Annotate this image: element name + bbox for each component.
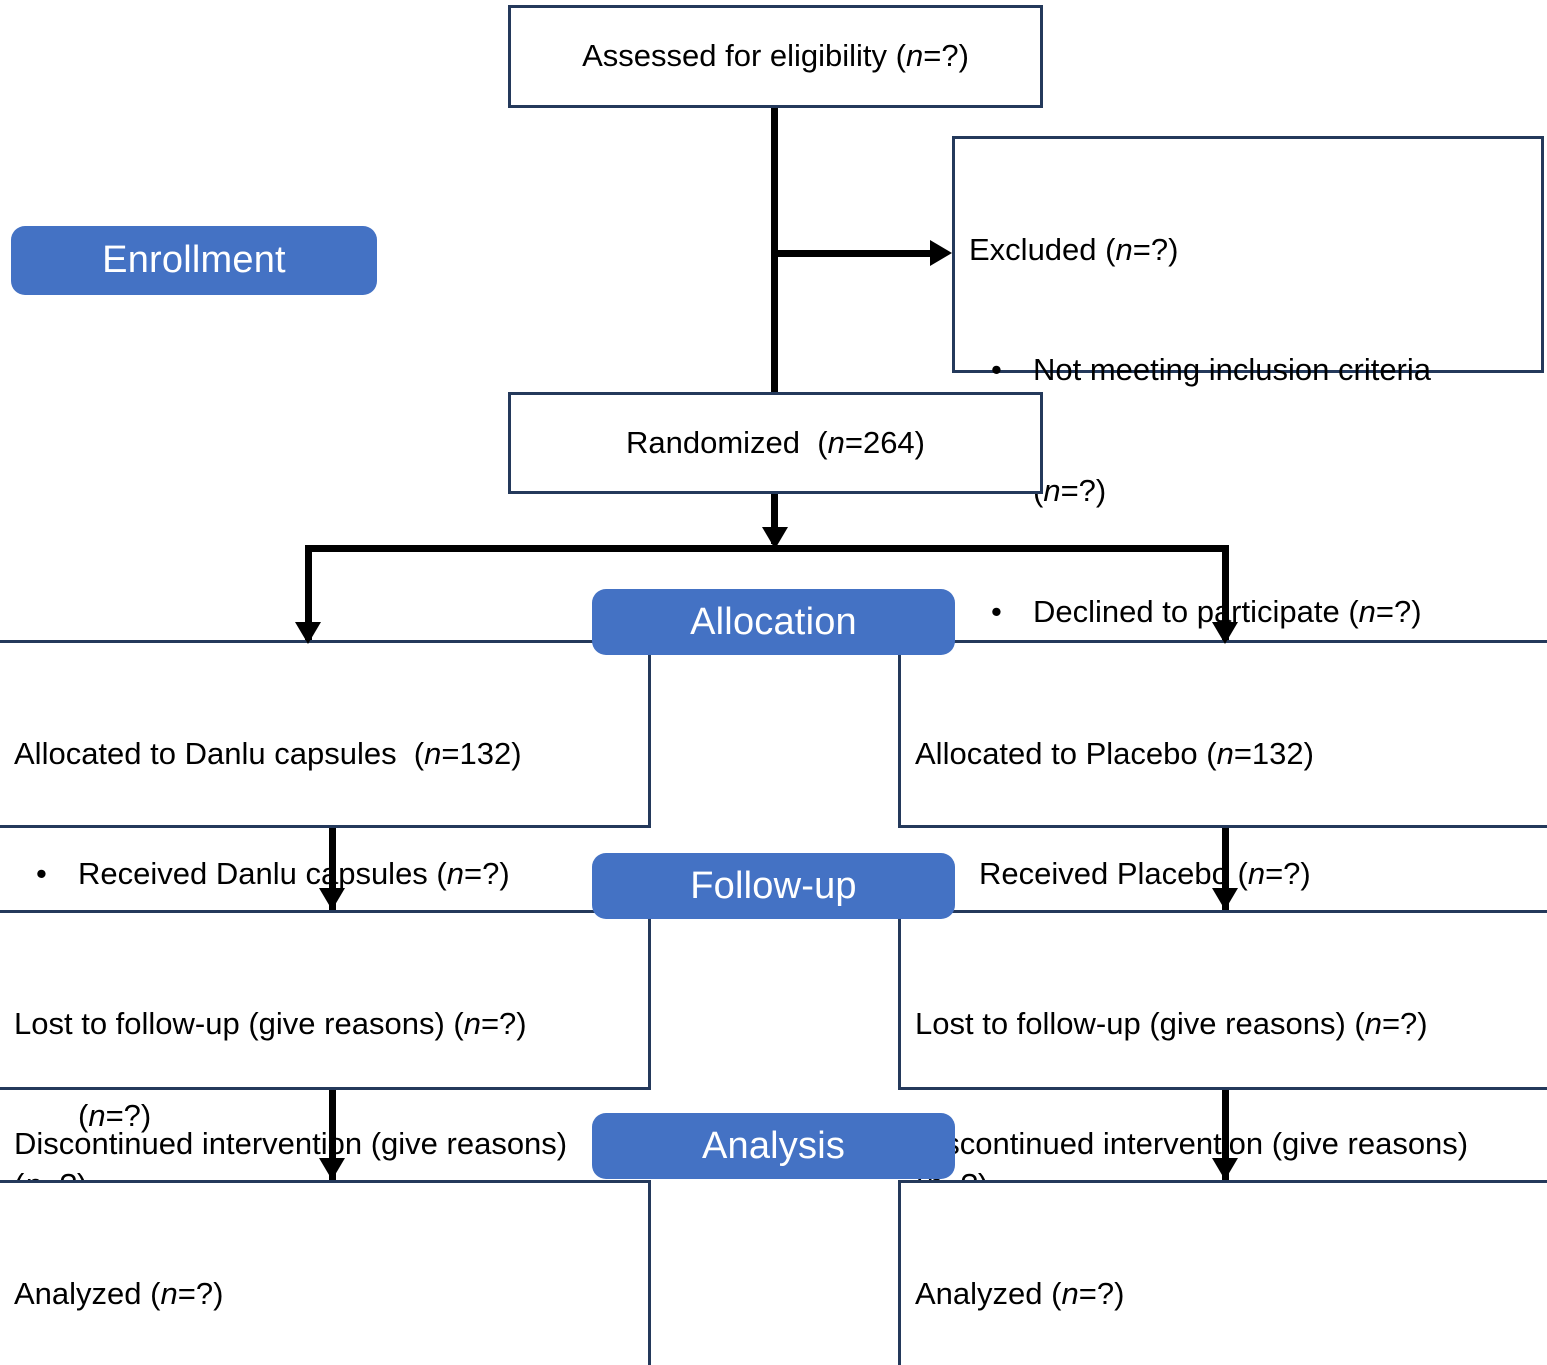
assessed-text: Assessed for eligibility (n=?) — [582, 38, 969, 74]
arrowhead-to-excluded — [930, 240, 952, 266]
box-randomized: Randomized (n=264) — [508, 392, 1043, 494]
stage-badge-allocation-label: Allocation — [690, 600, 857, 643]
arrowhead-analysis-left — [319, 1158, 345, 1180]
arrowhead-followup-left — [319, 888, 345, 910]
randomized-text: Randomized (n=264) — [626, 424, 925, 460]
analysis-danlu-heading: Analyzed (n=?) — [14, 1275, 224, 1311]
connector-alloc-to-followup-right — [1222, 828, 1229, 910]
connector-alloc-to-followup-left — [329, 828, 336, 910]
allocated-placebo-bullet-1: Received Placebo (n=?) — [915, 854, 1533, 895]
arrowhead-allocation-right — [1212, 622, 1238, 644]
stage-badge-analysis: Analysis — [592, 1113, 955, 1179]
stage-badge-analysis-label: Analysis — [701, 1124, 846, 1167]
allocated-danlu-heading: Allocated to Danlu capsules (n=132) — [14, 735, 522, 771]
excluded-bullet-1: Not meeting inclusion criteria — [969, 350, 1527, 391]
arrowhead-allocation-left — [295, 622, 321, 644]
analysis-placebo-heading: Analyzed (n=?) — [915, 1275, 1125, 1311]
stage-badge-enrollment: Enrollment — [11, 226, 377, 295]
arrowhead-analysis-right — [1212, 1158, 1238, 1180]
allocated-danlu-bullet-1: Received Danlu capsules (n=?) — [14, 854, 634, 895]
connector-followup-to-analysis-right — [1222, 1090, 1229, 1180]
box-allocated-placebo: Allocated to Placebo (n=132) Received Pl… — [898, 640, 1547, 1016]
allocated-danlu-bullet-2-cont: (n=?) — [78, 1098, 152, 1134]
connector-assessed-to-randomized — [771, 108, 778, 392]
box-excluded: Excluded (n=?) Not meeting inclusion cri… — [952, 136, 1544, 754]
connector-randomized-down — [771, 494, 778, 544]
connector-to-excluded — [778, 250, 933, 257]
arrowhead-randomized-split — [762, 527, 788, 549]
connector-split-left-drop — [305, 545, 312, 640]
box-analysis-danlu: Analyzed (n=?) Excluded from analysis (g… — [0, 1180, 651, 1365]
box-assessed-for-eligibility: Assessed for eligibility (n=?) — [508, 5, 1043, 108]
stage-badge-allocation: Allocation — [592, 589, 955, 655]
box-followup-danlu: Lost to follow-up (give reasons) (n=?) D… — [0, 910, 651, 1202]
stage-badge-followup: Follow-up — [592, 853, 955, 919]
excluded-bullet-1-cont: (n=?) — [1033, 473, 1107, 509]
allocated-placebo-heading: Allocated to Placebo (n=132) — [915, 735, 1314, 771]
box-allocated-danlu: Allocated to Danlu capsules (n=132) Rece… — [0, 640, 651, 1133]
followup-placebo-line-1: Lost to follow-up (give reasons) (n=?) — [915, 1005, 1428, 1041]
followup-danlu-line-1: Lost to follow-up (give reasons) (n=?) — [14, 1005, 527, 1041]
excluded-heading: Excluded (n=?) — [969, 231, 1179, 267]
stage-badge-followup-label: Follow-up — [690, 864, 857, 907]
connector-split-right-drop — [1222, 545, 1229, 640]
box-analysis-placebo: Analyzed (n=?) Excluded from analysis (g… — [898, 1180, 1547, 1365]
stage-badge-enrollment-label: Enrollment — [102, 239, 286, 281]
connector-followup-to-analysis-left — [329, 1090, 336, 1180]
excluded-bullet-2: Declined to participate (n=?) — [969, 592, 1527, 633]
arrowhead-followup-right — [1212, 888, 1238, 910]
box-followup-placebo: Lost to follow-up (give reasons) (n=?) D… — [898, 910, 1547, 1202]
